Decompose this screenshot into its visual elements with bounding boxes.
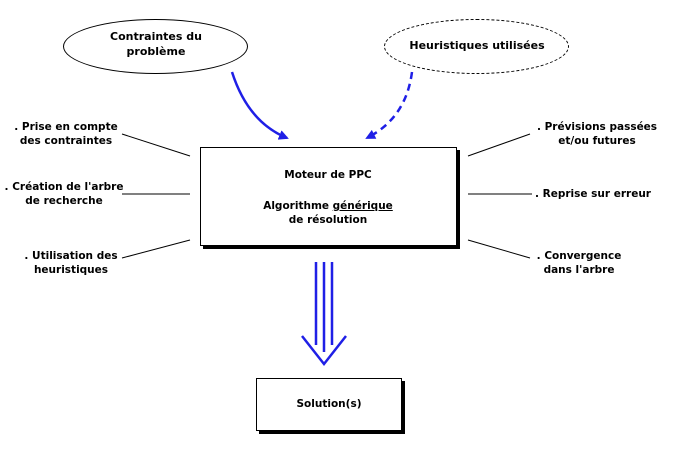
right-note-3: . Convergence dans l'arbre bbox=[537, 249, 622, 277]
heuristics-arrow bbox=[365, 71, 414, 140]
left-note-2: . Création de l'arbre de recherche bbox=[5, 180, 124, 208]
left-note-1: . Prise en compte des contraintes bbox=[14, 120, 117, 148]
left-note-2-line2: de recherche bbox=[25, 195, 103, 207]
constraints-label: Contraintes du problème bbox=[110, 29, 202, 59]
solution-label-text: Solution(s) bbox=[296, 398, 362, 410]
right-note-2: . Reprise sur erreur bbox=[535, 187, 651, 201]
engine-box bbox=[200, 147, 457, 246]
engine-algorithm: Algorithme générique de résolution bbox=[263, 199, 393, 227]
left-note-3-line1: . Utilisation des bbox=[24, 250, 118, 262]
left-connector-1 bbox=[121, 133, 191, 157]
engine-algorithm-line2: de résolution bbox=[288, 214, 368, 226]
left-note-3-line2: heuristiques bbox=[33, 264, 109, 276]
engine-algorithm-prefix: Algorithme bbox=[263, 200, 333, 212]
right-connector-1 bbox=[467, 133, 531, 157]
heuristics-label: Heuristiques utilisées bbox=[409, 38, 544, 53]
left-note-1-line2: des contraintes bbox=[19, 135, 113, 147]
right-connector-3 bbox=[467, 239, 531, 259]
right-note-3-line1: . Convergence bbox=[536, 250, 622, 262]
constraints-label-line1: Contraintes du bbox=[110, 30, 202, 43]
result-arrow bbox=[301, 262, 347, 367]
solution-label: Solution(s) bbox=[296, 397, 361, 411]
left-note-1-line1: . Prise en compte bbox=[14, 121, 118, 133]
heuristics-ellipse bbox=[384, 19, 569, 74]
constraints-label-line2: problème bbox=[126, 45, 186, 58]
constraints-arrow bbox=[230, 71, 289, 140]
engine-title: Moteur de PPC bbox=[284, 168, 372, 182]
left-note-3: . Utilisation des heuristiques bbox=[24, 249, 117, 277]
engine-algorithm-line1: Algorithme générique bbox=[263, 199, 393, 213]
right-note-1-line1: . Prévisions passées bbox=[536, 121, 658, 133]
left-connector-3 bbox=[121, 239, 191, 259]
solution-box bbox=[256, 378, 402, 431]
constraints-ellipse bbox=[63, 19, 248, 74]
right-note-1: . Prévisions passées et/ou futures bbox=[537, 120, 657, 148]
right-note-2-line1: . Reprise sur erreur bbox=[535, 188, 651, 200]
right-note-3-line2: dans l'arbre bbox=[543, 264, 615, 276]
engine-title-text: Moteur de PPC bbox=[284, 169, 372, 181]
right-note-1-line2: et/ou futures bbox=[558, 135, 636, 147]
left-note-2-line1: . Création de l'arbre bbox=[4, 181, 124, 193]
engine-algorithm-underlined: générique bbox=[332, 200, 393, 212]
heuristics-label-text: Heuristiques utilisées bbox=[409, 39, 545, 52]
